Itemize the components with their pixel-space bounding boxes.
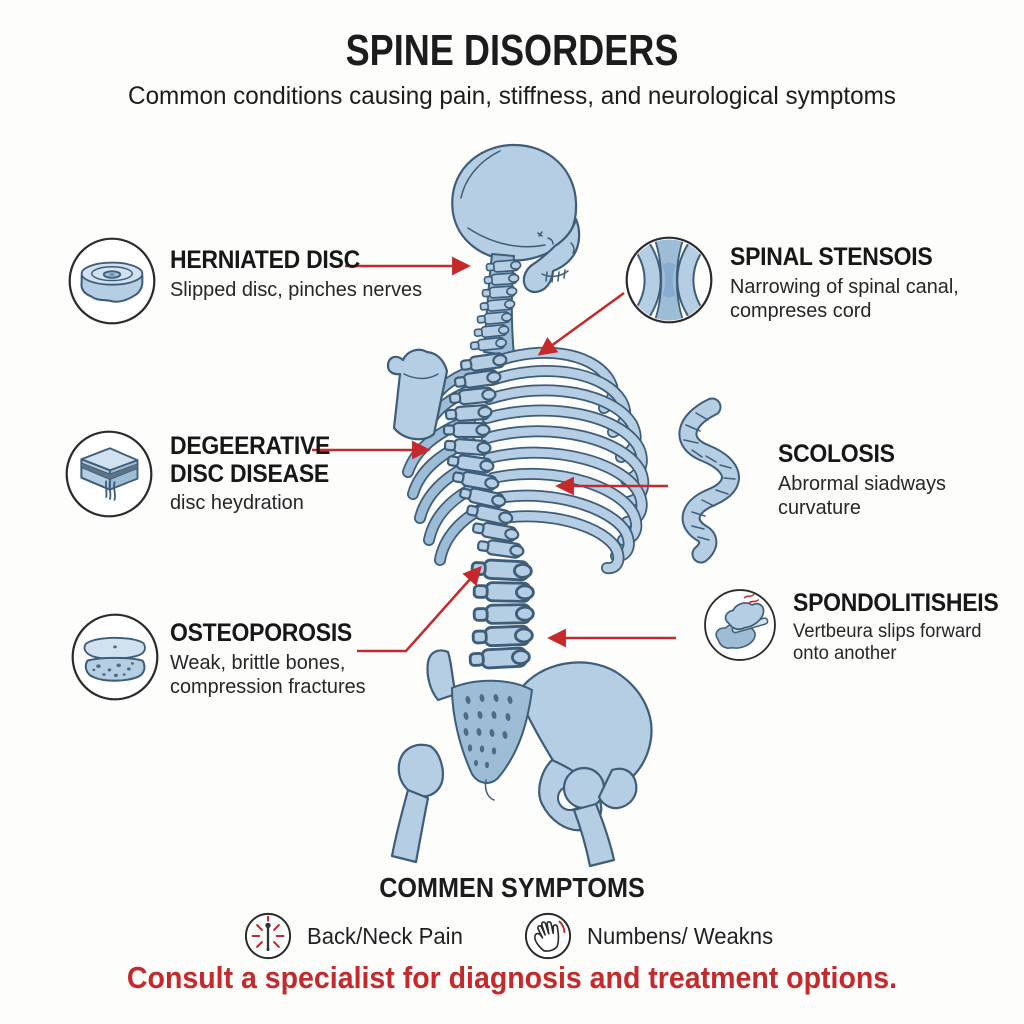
condition-description: disc heydration [170, 491, 304, 514]
osteoporosis-bone-icon [69, 611, 161, 703]
scoliosis-curved-spine-icon [678, 397, 740, 564]
condition-description: Vertbeura slips forward onto another [793, 620, 982, 664]
callout-degenerative-disc-disease: DEGEERATIVE DISC DISEASE disc heydration [170, 432, 344, 515]
callout-spinal-stenosis: SPINAL STENSOIS Narrowing of spinal cana… [730, 243, 966, 323]
lumbar-vertebrae [468, 557, 535, 671]
symptom-label: Numbens/ Weakns [587, 922, 774, 949]
condition-name: OSTEOPOROSIS [170, 619, 353, 647]
footer-call-to-action: Consult a specialist for diagnosis and t… [126, 960, 898, 995]
condition-description: Slipped disc, pinches nerves [170, 277, 423, 301]
callout-osteoporosis: OSTEOPOROSIS Weak, brittle bones, compre… [170, 619, 372, 699]
page-subtitle: Common conditions causing pain, stiffnes… [128, 82, 896, 110]
spondylolisthesis-icon [702, 587, 778, 663]
condition-name: SPINAL STENSOIS [730, 243, 933, 271]
hand-numbness-icon [523, 911, 573, 961]
spinal-stenosis-icon [623, 234, 715, 326]
herniated-disc-icon [66, 235, 158, 327]
skull [451, 143, 581, 294]
scapula [386, 348, 449, 441]
skeleton-body [386, 143, 653, 868]
condition-description: Abrormal siadways curvature [778, 471, 946, 519]
condition-name: SPONDOLITISHEIS [793, 589, 999, 617]
condition-name: HERNIATED DISC [170, 246, 360, 274]
symptoms-heading: COMMEN SYMPTOMS [379, 872, 645, 903]
sacral-foramina [463, 694, 513, 769]
pain-burst-icon [243, 911, 293, 961]
symptom-numbness-weakness: Numbens/ Weakns [523, 911, 781, 961]
symptom-back-neck-pain: Back/Neck Pain [243, 911, 469, 961]
callout-leader-lines [312, 256, 676, 653]
degenerative-disc-icon [63, 428, 155, 520]
pelvis [390, 649, 653, 868]
callout-scoliosis: SCOLOSIS Abrormal siadways curvature [778, 440, 1024, 520]
condition-description: Narrowing of spinal canal, compreses cor… [730, 274, 959, 322]
page-title: SPINE DISORDERS [345, 26, 679, 75]
callout-spondylolisthesis: SPONDOLITISHEIS Vertbeura slips forward … [793, 589, 1018, 665]
callout-herniated-disc: HERNIATED DISC Slipped disc, pinches ner… [170, 246, 430, 302]
condition-description: Weak, brittle bones, compression fractur… [170, 650, 366, 698]
condition-name: SCOLOSIS [778, 440, 895, 468]
symptoms-row: Back/Neck Pain Numbens/ Weakns [0, 908, 1024, 964]
condition-name: DEGEERATIVE DISC DISEASE [170, 432, 331, 488]
symptom-label: Back/Neck Pain [306, 922, 463, 949]
